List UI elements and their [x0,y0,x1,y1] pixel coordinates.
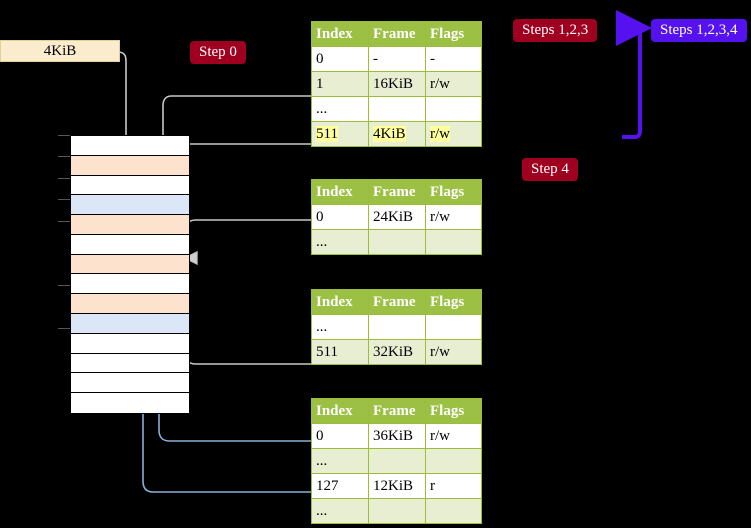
cell-index: 127 [311,473,369,499]
cell-flags: r/w [425,121,482,147]
wire-t2r0-to-memory [183,219,311,266]
memory-frame-row [71,274,189,295]
label-step-4: Step 4 [522,158,578,181]
wire-t3r511-to-memory [174,308,311,365]
memory-frame-row [71,195,189,216]
cell-index: 511 [311,121,369,147]
table-row: ... [311,229,482,255]
label-step-0: Step 0 [190,41,246,64]
column-header-index: Index [311,21,369,47]
highlighted-value: 4KiB [373,126,406,142]
table-row: ... [311,498,482,524]
memory-frame-row [71,136,189,156]
memory-frame-row [71,294,189,315]
memory-tick [58,221,70,222]
cell-flags: r/w [425,423,482,449]
cell-index: 0 [311,423,369,449]
table-row: 511 4KiB r/w [311,121,482,147]
cell-frame: 24KiB [368,204,426,230]
memory-tick [58,156,70,157]
memory-frame-row [71,155,189,176]
memory-tick [58,199,70,200]
memory-frame-row [71,333,189,354]
cell-flags [425,448,482,474]
physical-memory-grid [70,135,190,414]
steps-bracket-arrow [616,10,652,139]
cell-frame [368,498,426,524]
cell-flags: - [425,46,482,72]
memory-tick [58,135,70,136]
memory-frame-row [71,175,189,196]
memory-tick [58,285,70,286]
cell-index: ... [311,96,369,122]
cell-frame: 36KiB [368,423,426,449]
column-header-frame: Frame [368,21,426,47]
cell-index: 511 [311,339,369,365]
cell-index: 1 [311,71,369,97]
memory-tick [58,178,70,179]
cell-frame: 32KiB [368,339,426,365]
cell-flags: r/w [425,339,482,365]
cell-flags: r/w [425,204,482,230]
cell-flags [425,229,482,255]
cell-flags [425,96,482,122]
table-row: ... [311,96,482,122]
cell-index: ... [311,229,369,255]
cell-frame [368,229,426,255]
memory-frame-row [71,254,189,275]
cell-frame: 12KiB [368,473,426,499]
column-header-index: Index [311,179,369,205]
memory-frame-row [71,393,189,413]
column-header-frame: Frame [368,179,426,205]
table-row: ... [311,448,482,474]
label-steps-1234: Steps 1,2,3,4 [651,19,747,42]
memory-frame-row [71,373,189,394]
highlighted-value: r/w [430,126,450,142]
cell-flags: r/w [425,71,482,97]
cell-frame: 16KiB [368,71,426,97]
column-header-index: Index [311,398,369,424]
cell-flags [425,498,482,524]
cell-flags [425,314,482,340]
size-label-4kib: 4KiB [0,40,120,62]
label-steps-123: Steps 1,2,3 [513,19,598,42]
table-row: ... [311,314,482,340]
cell-index: ... [311,314,369,340]
column-header-frame: Frame [368,398,426,424]
cell-flags: r [425,473,482,499]
column-header-flags: Flags [425,398,482,424]
cell-frame [368,96,426,122]
cell-frame: 4KiB [368,121,426,147]
cell-frame: - [368,46,426,72]
column-header-flags: Flags [425,21,482,47]
cell-index: 0 [311,204,369,230]
memory-frame-row [71,234,189,255]
memory-frame-row [71,215,189,235]
table-row: 0-- [311,46,482,72]
memory-frame-row [71,314,189,334]
memory-tick [58,328,70,329]
cell-index: ... [311,448,369,474]
cell-frame [368,314,426,340]
cell-index: 0 [311,46,369,72]
memory-frame-row [71,353,189,374]
column-header-index: Index [311,289,369,315]
column-header-flags: Flags [425,289,482,315]
cell-frame [368,448,426,474]
column-header-frame: Frame [368,289,426,315]
column-header-flags: Flags [425,179,482,205]
highlighted-value: 511 [316,126,338,142]
cell-index: ... [311,498,369,524]
